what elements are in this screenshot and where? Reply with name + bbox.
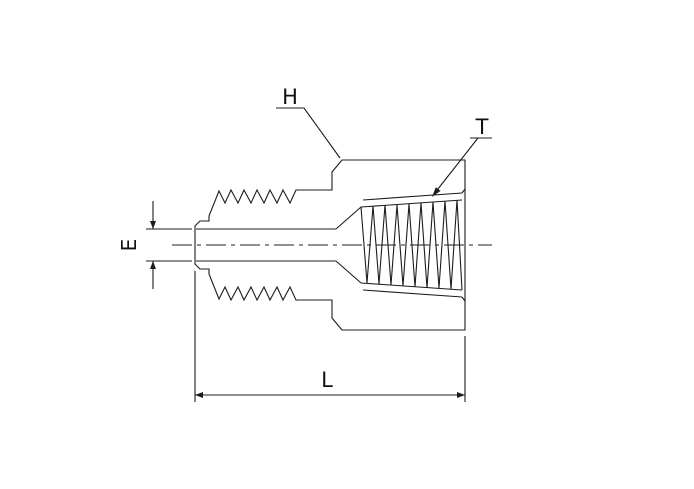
e-arrowhead-bottom (150, 261, 156, 269)
fitting-outer-profile (194, 159, 466, 331)
bore-to-thread-cone (335, 206, 362, 284)
thread-minor-lines (360, 199, 463, 291)
h-leader-line (276, 107, 341, 159)
l-arrowhead-right (457, 392, 465, 398)
l-extension-lines (194, 271, 466, 402)
e-dimension (146, 201, 192, 289)
l-arrowhead-left (195, 392, 203, 398)
e-extension-lines (146, 228, 192, 262)
thread-major-lines (362, 192, 463, 298)
drawing-lines (146, 107, 492, 402)
t-leader-line (433, 137, 492, 195)
label-t: T (475, 115, 489, 139)
e-arrowhead-top (150, 221, 156, 229)
label-h: H (282, 85, 298, 109)
label-e: E (117, 239, 141, 252)
l-dimension (194, 271, 466, 402)
thread-face-chamfer (461, 188, 466, 302)
t-arrowhead (432, 187, 441, 197)
label-l: L (321, 368, 333, 392)
bore-lines (196, 228, 336, 262)
female-thread-profile (360, 199, 463, 291)
